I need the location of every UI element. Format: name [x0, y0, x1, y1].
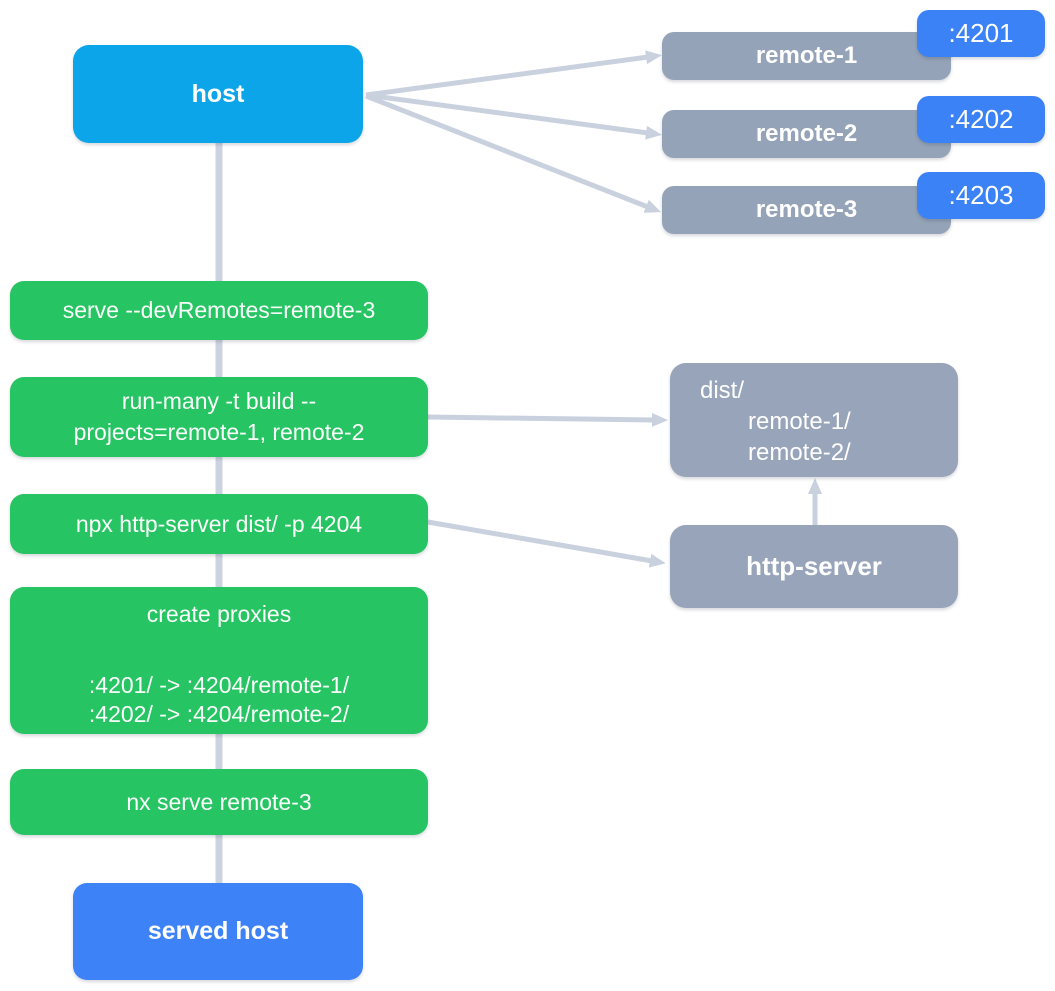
http-server-node: http-server: [670, 525, 958, 608]
step-nx-serve-label: nx serve remote-3: [126, 788, 312, 815]
step-create-proxies: create proxies :4201/ -> :4204/remote-1/…: [10, 587, 428, 734]
port-4203-label: :4203: [948, 180, 1014, 210]
create-proxies-title: create proxies: [146, 601, 292, 627]
host-node: host: [73, 45, 363, 143]
remote-3-label: remote-3: [755, 196, 858, 223]
step-run-many-build: run-many -t build -- projects=remote-1, …: [10, 377, 428, 457]
dist-remote-1-label: remote-1/: [748, 408, 851, 435]
remote-3-node: remote-3: [662, 186, 951, 234]
arrow-runmany-dist: [427, 412, 668, 427]
port-4201-label: :4201: [948, 18, 1014, 48]
remote-2-node: remote-2: [662, 110, 951, 158]
arrow-host-remote-2: [365, 92, 662, 140]
arrow-host-remote-3: [365, 93, 662, 213]
dist-root-label: dist/: [700, 377, 745, 404]
dist-remote-2-label: remote-2/: [748, 439, 851, 466]
served-host-node: served host: [73, 883, 363, 980]
port-badge-4203: :4203: [917, 172, 1045, 219]
port-badge-4201: :4201: [917, 10, 1045, 57]
arrow-host-remote-1: [365, 50, 662, 98]
port-4202-label: :4202: [948, 104, 1014, 134]
host-label: host: [191, 79, 245, 108]
port-badge-4202: :4202: [917, 96, 1045, 143]
step-run-many-line1: run-many -t build --: [121, 388, 317, 414]
remote-2-label: remote-2: [755, 120, 858, 147]
step-npx-http-server: npx http-server dist/ -p 4204: [10, 494, 428, 554]
http-server-label: http-server: [746, 551, 882, 581]
step-serve-devremotes: serve --devRemotes=remote-3: [10, 281, 428, 340]
served-host-label: served host: [147, 917, 289, 945]
arrow-httpcmd-httpserver: [427, 519, 666, 568]
proxy-rule-2: :4202/ -> :4204/remote-2/: [88, 701, 350, 727]
remote-1-node: remote-1: [662, 32, 951, 80]
step-npx-http-server-label: npx http-server dist/ -p 4204: [75, 510, 363, 537]
step-run-many-line2: projects=remote-1, remote-2: [73, 419, 365, 445]
proxy-rule-1: :4201/ -> :4204/remote-1/: [88, 672, 350, 698]
dist-folder-node: dist/ remote-1/ remote-2/: [670, 363, 958, 477]
remote-1-label: remote-1: [755, 42, 858, 69]
step-serve-label: serve --devRemotes=remote-3: [62, 297, 376, 323]
step-nx-serve-remote3: nx serve remote-3: [10, 769, 428, 835]
